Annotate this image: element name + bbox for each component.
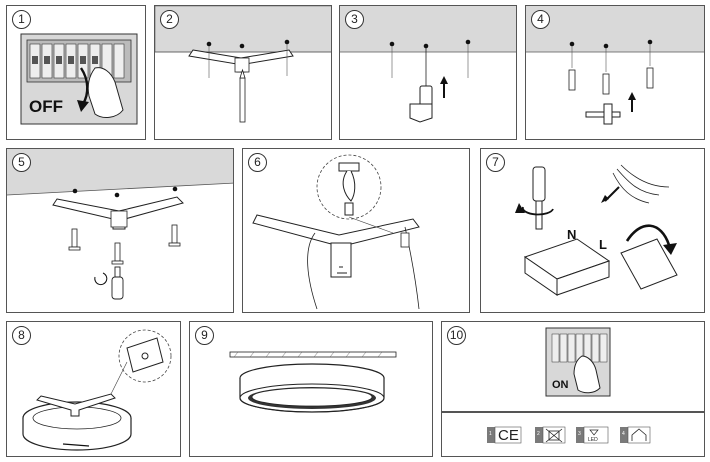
pencil-icon bbox=[239, 68, 246, 123]
terminal-block bbox=[523, 238, 611, 296]
wall-anchor-icon bbox=[568, 67, 654, 95]
step-10-panel: 10 ON bbox=[441, 321, 705, 412]
step-6-panel: 6 bbox=[242, 148, 470, 313]
drill-icon bbox=[409, 85, 433, 123]
step-number: 9 bbox=[195, 326, 214, 345]
insert-anchors-illustration bbox=[526, 6, 704, 125]
mark-holes-illustration bbox=[155, 6, 331, 123]
breaker-on-illustration: ON bbox=[545, 327, 611, 397]
step-5-panel: 5 bbox=[6, 148, 234, 313]
breaker-off-illustration: OFF bbox=[20, 33, 138, 125]
step-number: 7 bbox=[486, 153, 505, 172]
off-label: OFF bbox=[29, 97, 63, 116]
neutral-label: N bbox=[567, 227, 576, 242]
arrow-up-icon bbox=[628, 92, 636, 112]
screwdriver-icon bbox=[111, 266, 124, 300]
live-label: L bbox=[599, 237, 607, 252]
indoor-use-house-icon: 4 bbox=[620, 426, 651, 444]
certifications-panel: 1 CE 2 3 LED 4 bbox=[441, 412, 705, 457]
step-3-panel: 3 bbox=[339, 5, 517, 140]
step-8-panel: 8 bbox=[6, 321, 181, 457]
arrow-up-icon bbox=[440, 76, 448, 98]
wiring-illustration: N L bbox=[515, 164, 678, 296]
screw-bracket-illustration bbox=[7, 149, 233, 300]
rotate-icon bbox=[94, 272, 108, 286]
safety-cable-illustration bbox=[252, 154, 420, 310]
mounting-bracket bbox=[36, 393, 116, 417]
step-9-panel: 9 bbox=[189, 321, 433, 457]
step-number: 5 bbox=[12, 153, 31, 172]
step-4-panel: 4 bbox=[525, 5, 705, 140]
cert-index: 1 bbox=[489, 431, 492, 437]
led-bulb-icon: 3 LED bbox=[576, 426, 609, 444]
hand-icon bbox=[573, 355, 601, 394]
step-2-panel: 2 bbox=[154, 5, 332, 140]
weee-crossed-bin-icon: 2 bbox=[535, 426, 566, 444]
led-mark-text: LED bbox=[588, 437, 598, 443]
cert-index: 2 bbox=[537, 431, 540, 437]
step-number: 8 bbox=[12, 326, 31, 345]
on-label: ON bbox=[552, 379, 569, 391]
hammer-icon bbox=[585, 103, 621, 125]
ce-mark-text: CE bbox=[498, 427, 519, 444]
hand-icon bbox=[87, 67, 124, 118]
attach-fixture-illustration bbox=[22, 329, 172, 451]
step-1-panel: 1 OFF bbox=[6, 5, 146, 140]
rotate-icon bbox=[625, 224, 671, 246]
step-number: 1 bbox=[12, 10, 31, 29]
step-number: 10 bbox=[447, 326, 466, 345]
step-number: 3 bbox=[345, 10, 364, 29]
finished-fixture-illustration bbox=[229, 351, 397, 413]
connector-icon bbox=[620, 238, 678, 290]
ce-mark-icon: 1 CE bbox=[487, 426, 522, 444]
step-number: 6 bbox=[248, 153, 267, 172]
cert-index: 3 bbox=[578, 431, 581, 437]
step-number: 2 bbox=[160, 10, 179, 29]
certification-icons: 1 CE 2 3 LED 4 bbox=[487, 426, 651, 444]
hook-icon bbox=[338, 162, 360, 216]
screw-icon bbox=[68, 224, 181, 265]
step-7-panel: 7 N L bbox=[480, 148, 705, 313]
wire-icon bbox=[612, 164, 670, 204]
rotate-icon bbox=[62, 443, 90, 447]
rotate-icon bbox=[521, 206, 554, 216]
screwdriver-icon bbox=[532, 166, 546, 230]
step-number: 4 bbox=[531, 10, 550, 29]
cert-index: 4 bbox=[622, 431, 625, 437]
drill-holes-illustration bbox=[340, 6, 516, 123]
